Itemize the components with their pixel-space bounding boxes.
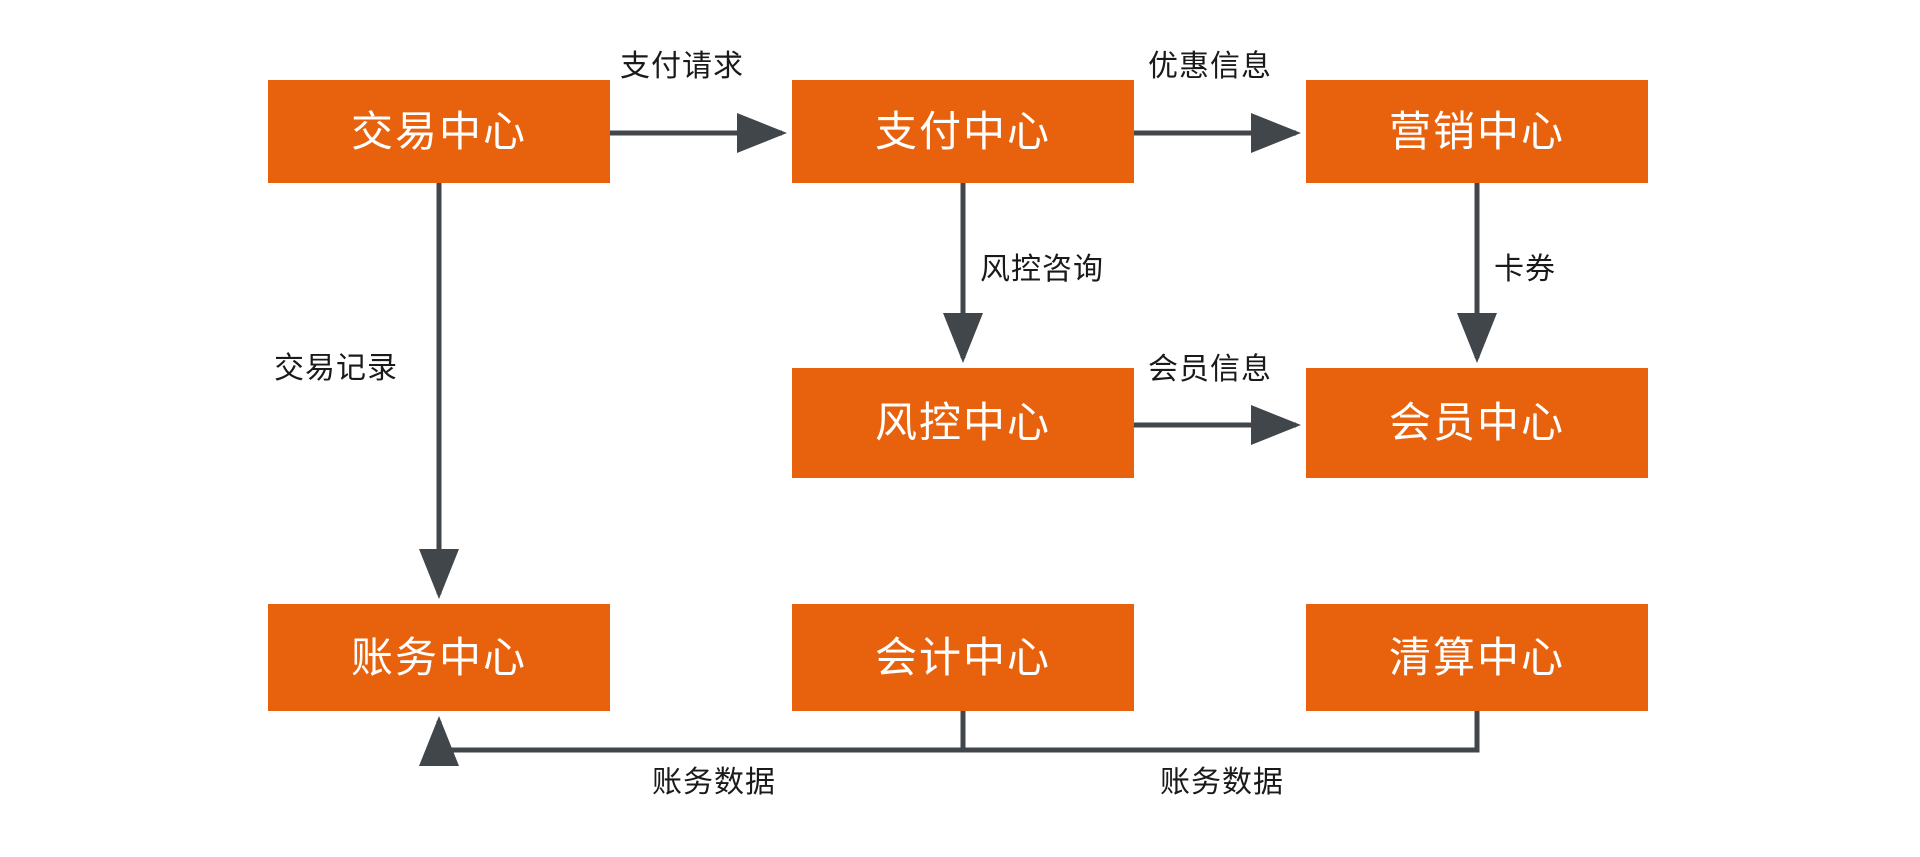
- edge-label-card-coupon: 卡券: [1494, 253, 1556, 286]
- node-finance-center[interactable]: 会计中心: [792, 604, 1134, 711]
- node-trade-center[interactable]: 交易中心: [268, 80, 610, 183]
- node-label: 账务中心: [350, 633, 527, 681]
- node-label: 营销中心: [1388, 107, 1565, 155]
- connector-finance-to-account: [419, 711, 966, 766]
- edge-label-promotion-info: 优惠信息: [1148, 50, 1272, 83]
- node-label: 支付中心: [874, 107, 1051, 155]
- node-label: 风控中心: [874, 399, 1051, 446]
- edge-label-trade-record: 交易记录: [274, 352, 398, 385]
- node-payment-center[interactable]: 支付中心: [792, 80, 1134, 183]
- edge-label-payment-request: 支付请求: [620, 50, 744, 83]
- node-member-center[interactable]: 会员中心: [1306, 368, 1648, 478]
- connector-clearing-to-account: [963, 711, 1480, 753]
- edge-label-member-info: 会员信息: [1148, 353, 1272, 386]
- node-account-center[interactable]: 账务中心: [268, 604, 610, 711]
- edge-label-account-data-left: 账务数据: [652, 766, 776, 799]
- node-label: 清算中心: [1388, 633, 1565, 681]
- edge-label-risk-consult: 风控咨询: [980, 253, 1104, 286]
- node-label: 交易中心: [350, 107, 527, 155]
- node-label: 会员中心: [1388, 399, 1565, 446]
- node-label: 会计中心: [874, 633, 1051, 681]
- edge-label-account-data-right: 账务数据: [1160, 766, 1284, 799]
- node-clearing-center[interactable]: 清算中心: [1306, 604, 1648, 711]
- node-riskcontrol-center[interactable]: 风控中心: [792, 368, 1134, 478]
- node-marketing-center[interactable]: 营销中心: [1306, 80, 1648, 183]
